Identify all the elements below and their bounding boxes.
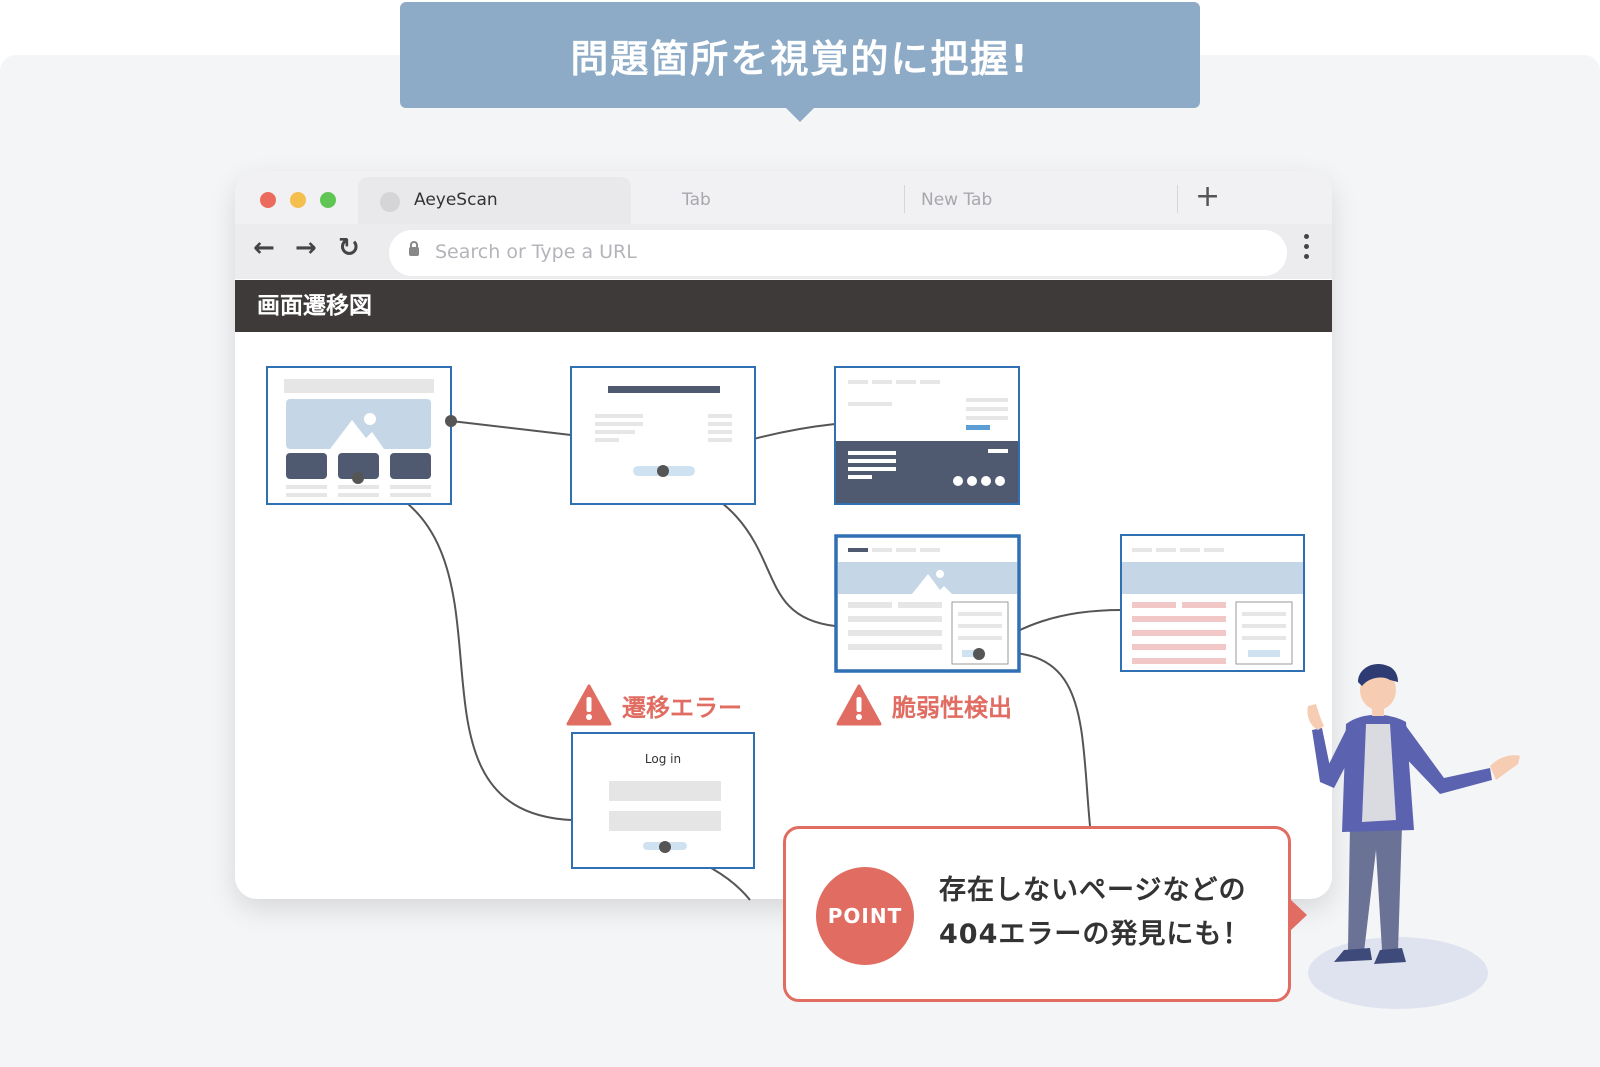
connector-line [450, 420, 572, 436]
screen-thumbnail-form [1120, 534, 1305, 672]
point-message: 存在しないページなどの 404エラーの発見にも！ [939, 869, 1250, 957]
tab-aeyescan[interactable]: AeyeScan [358, 177, 631, 224]
maximize-window-button[interactable] [320, 192, 336, 208]
tab-bar: AeyeScan Tab New Tab + [235, 171, 1332, 224]
screen-thumbnail-detail [834, 366, 1020, 505]
tab-divider [1177, 185, 1178, 213]
transition-error-alert: 遷移エラー [566, 684, 742, 726]
connector-node [659, 841, 671, 853]
login-label: Log in [644, 752, 682, 766]
login-field [609, 781, 721, 801]
reload-icon[interactable]: ↻ [338, 233, 360, 263]
tab-label: AeyeScan [414, 190, 498, 210]
headline-text: 問題箇所を視覚的に把握! [570, 36, 1030, 81]
point-callout: POINT 存在しないページなどの 404エラーの発見にも！ [783, 826, 1291, 1002]
headline-banner: 問題箇所を視覚的に把握! [400, 2, 1200, 108]
url-placeholder: Search or Type a URL [435, 241, 637, 263]
connector-node [352, 472, 364, 484]
connector-node [973, 648, 985, 660]
connector-line [978, 651, 1091, 827]
point-line-2: 404エラーの発見にも！ [939, 919, 1251, 950]
point-callout-pointer [1291, 900, 1307, 930]
screen-thumbnail-vulnerable [834, 534, 1021, 673]
connector-node [657, 465, 669, 477]
warning-icon [566, 684, 612, 726]
connector-node [445, 415, 457, 427]
headline-pointer [784, 106, 816, 122]
favicon-icon [380, 192, 400, 212]
warning-icon [836, 684, 882, 726]
page-title: 画面遷移図 [235, 280, 1332, 332]
close-window-button[interactable] [260, 192, 276, 208]
tab-divider [904, 185, 905, 213]
more-menu-icon[interactable] [1303, 234, 1311, 264]
url-input[interactable]: Search or Type a URL [389, 230, 1287, 276]
login-field [609, 811, 721, 831]
screen-thumbnail-list [570, 366, 756, 505]
tab-new-tab[interactable]: New Tab [921, 190, 993, 210]
back-arrow-icon[interactable]: ← [253, 233, 275, 263]
transition-error-label: 遷移エラー [622, 693, 742, 722]
connector-line [357, 477, 572, 821]
browser-toolbar: ← → ↻ Search or Type a URL [235, 224, 1332, 279]
point-line-1: 存在しないページなどの [939, 875, 1247, 906]
presenter-illustration [1307, 663, 1520, 1009]
lock-icon [409, 241, 419, 256]
point-badge: POINT [816, 867, 914, 965]
minimize-window-button[interactable] [290, 192, 306, 208]
point-badge-label: POINT [827, 904, 903, 928]
screen-thumbnail-login: Log in [571, 732, 755, 869]
new-tab-plus-icon[interactable]: + [1195, 179, 1221, 214]
tab-tab[interactable]: Tab [682, 190, 711, 210]
vulnerability-alert: 脆弱性検出 [836, 684, 1012, 726]
diagram-title: 画面遷移図 [257, 293, 372, 319]
vulnerability-label: 脆弱性検出 [892, 693, 1012, 722]
forward-arrow-icon[interactable]: → [295, 233, 317, 263]
